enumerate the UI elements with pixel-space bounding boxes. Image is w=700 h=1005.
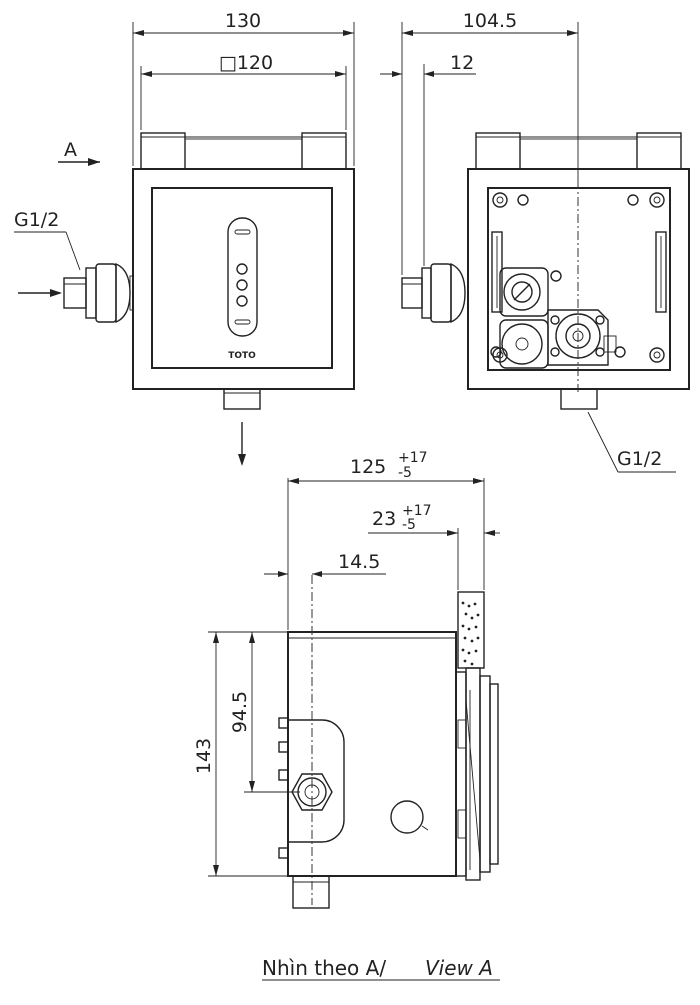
sensor-lens-top — [236, 263, 248, 275]
side-view — [278, 575, 499, 909]
side-dimensions: 125 +17 -5 23 +17 -5 14.5 143 94.5 — [193, 450, 500, 877]
thread-right-label: G1/2 — [617, 448, 662, 470]
perforation-dots — [461, 601, 480, 666]
rear-dimensions: 104.5 12 — [380, 10, 579, 275]
dim-depth: 125 — [350, 456, 386, 478]
inlet-hex-nut — [291, 773, 333, 811]
dim-plate-tol-lower: -5 — [402, 517, 416, 533]
dim-inlet-height: 94.5 — [229, 691, 251, 733]
caption-english: View A — [425, 956, 493, 980]
dim-width-front: 130 — [225, 10, 261, 32]
thread-left-label: G1/2 — [14, 209, 59, 231]
front-view: TOTO A G1/2 — [14, 132, 355, 466]
side-studs — [278, 717, 289, 859]
rear-inner-frame — [487, 187, 671, 371]
front-cover-plate — [151, 187, 333, 369]
brand-logo: TOTO — [228, 351, 256, 361]
dim-plate: 23 — [372, 508, 396, 530]
caption: Nhìn theo A/ View A — [262, 956, 500, 981]
sensor-lens-bottom — [236, 295, 248, 307]
dim-depth-tol-upper: +17 — [398, 450, 428, 466]
rear-view: G1/2 — [401, 132, 690, 473]
front-dimensions: 130 □120 — [132, 10, 355, 166]
inlet-boss — [288, 719, 345, 843]
dim-plate-tol-upper: +17 — [402, 503, 432, 519]
dim-height: 143 — [193, 738, 215, 774]
controller-block — [547, 309, 609, 366]
caption-vietnamese: Nhìn theo A/ — [262, 956, 386, 980]
dim-depth-tol-lower: -5 — [398, 465, 412, 481]
dim-offset-rear: 12 — [450, 52, 474, 74]
dim-square-size: □120 — [219, 52, 273, 74]
access-cap — [390, 800, 424, 834]
sensor-lens-middle — [236, 279, 248, 291]
solenoid-valve — [499, 267, 549, 317]
dim-width-rear: 104.5 — [463, 10, 517, 32]
sensor-window — [227, 217, 258, 337]
side-body-outline — [287, 631, 457, 877]
view-marker-label: A — [64, 139, 77, 161]
dim-inlet-offset: 14.5 — [338, 551, 380, 573]
